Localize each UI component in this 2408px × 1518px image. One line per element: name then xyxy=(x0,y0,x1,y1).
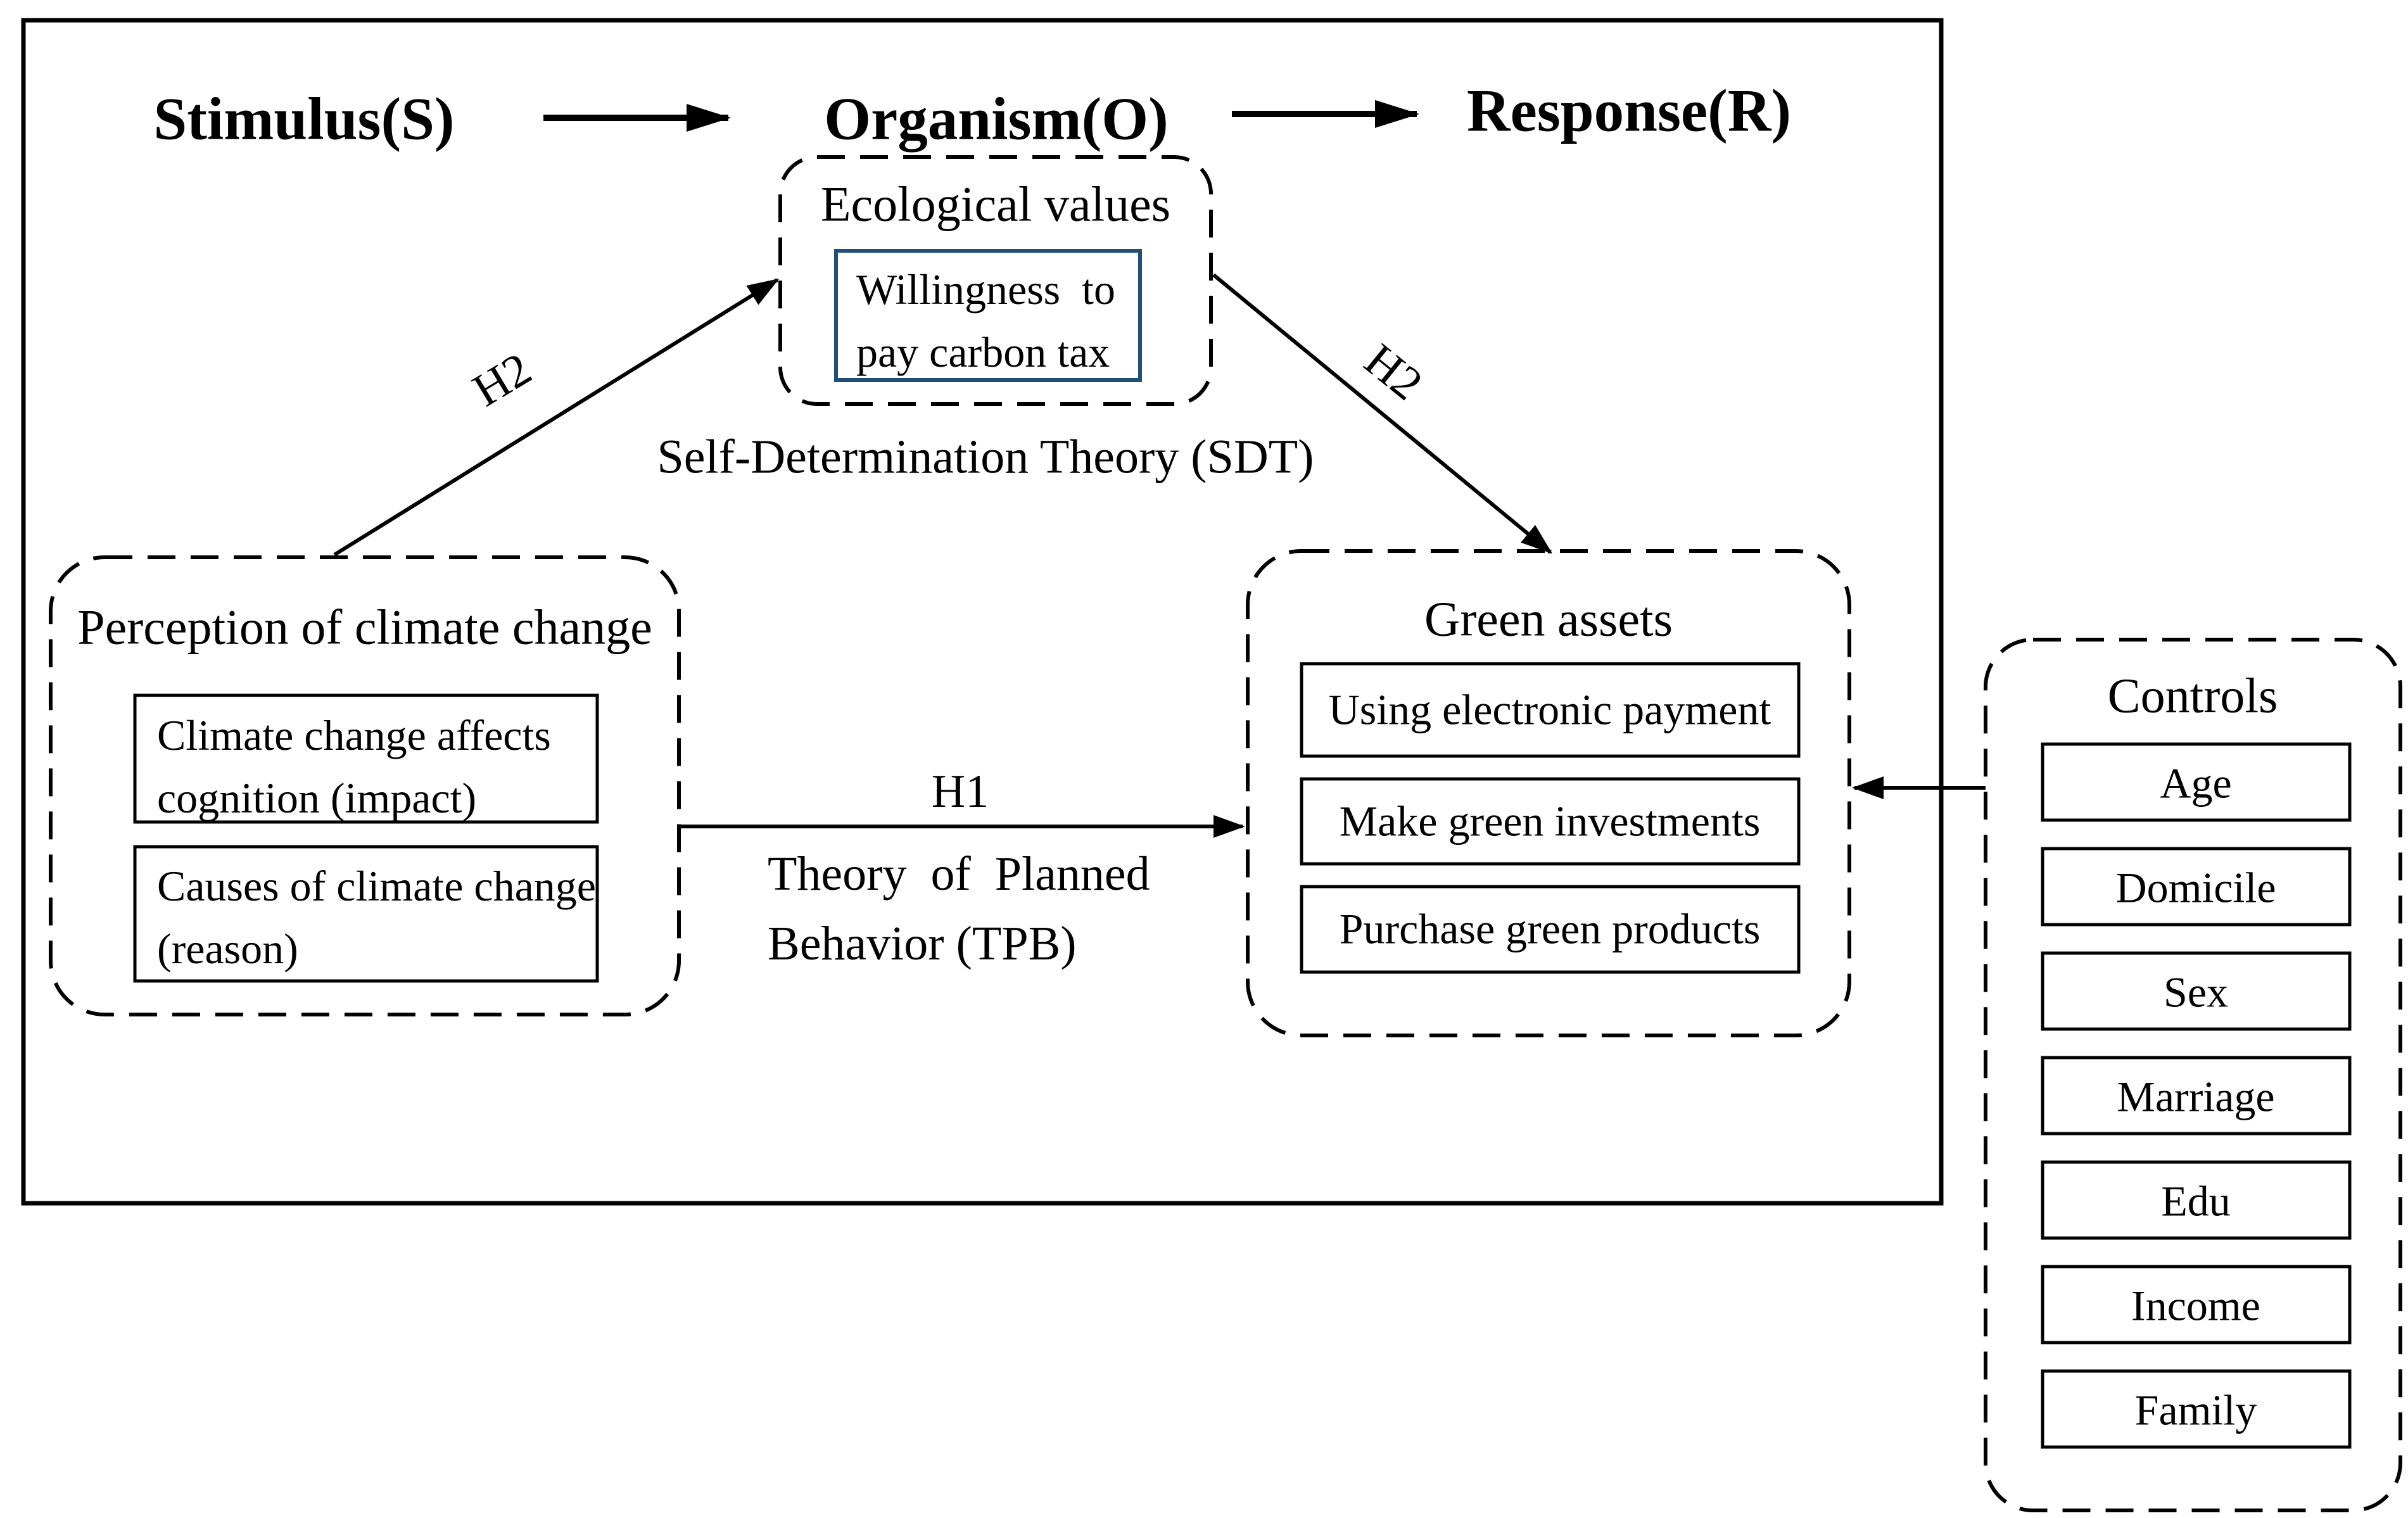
control-item-domicile-box xyxy=(2041,847,2352,927)
green-indicator-3-label: Purchase green products xyxy=(1339,904,1761,953)
control-item-edu-label: Edu xyxy=(2161,1177,2231,1225)
willingness-box xyxy=(834,249,1142,382)
green-assets-title: Green assets xyxy=(1424,591,1673,647)
control-item-marriage-box xyxy=(2041,1056,2352,1135)
perception-indicator-1-box xyxy=(133,693,599,824)
control-item-income-label: Income xyxy=(2131,1281,2260,1330)
ecological-values-title: Ecological values xyxy=(820,176,1171,232)
h2-right-arrow xyxy=(1212,273,1553,554)
willingness-label: Willingness to pay carbon tax xyxy=(856,265,1116,376)
control-item-age-label: Age xyxy=(2160,759,2232,807)
control-item-family-label: Family xyxy=(2134,1386,2257,1434)
sdt-theory-label: Self-Determination Theory (SDT) xyxy=(657,430,1314,484)
controls-box xyxy=(1984,638,2402,1512)
organism-label: Organism(O) xyxy=(824,85,1169,153)
green-indicator-1-label: Using electronic payment xyxy=(1328,685,1771,734)
response-label: Response(R) xyxy=(1467,77,1791,144)
control-item-edu-box xyxy=(2041,1160,2352,1240)
green-indicator-2-box xyxy=(1300,777,1801,866)
green-indicator-1-box xyxy=(1300,662,1801,758)
perception-title: Perception of climate change xyxy=(77,599,652,655)
control-item-age-box xyxy=(2041,742,2352,822)
h2-left-arrow xyxy=(333,278,780,557)
outer-frame xyxy=(21,18,1944,1206)
green-indicator-3-box xyxy=(1300,885,1801,974)
control-item-family-box xyxy=(2041,1369,2352,1449)
perception-indicator-1-label: Climate change affects cognition (impact… xyxy=(157,711,551,822)
stimulus-label: Stimulus(S) xyxy=(153,85,455,153)
h1-label: H1 xyxy=(931,765,989,818)
green-indicator-2-label: Make green investments xyxy=(1339,797,1761,845)
tpb-theory-label: Theory of Planned Behavior (TPB) xyxy=(768,847,1150,971)
control-item-income-box xyxy=(2041,1265,2352,1344)
ecological-values-box xyxy=(778,155,1213,406)
control-item-sex-label: Sex xyxy=(2164,968,2228,1016)
perception-indicator-2-box xyxy=(133,845,599,983)
controls-title: Controls xyxy=(2107,667,2278,723)
control-item-domicile-label: Domicile xyxy=(2115,863,2276,912)
control-item-marriage-label: Marriage xyxy=(2117,1072,2275,1121)
perception-indicator-2-label: Causes of climate change (reason) xyxy=(157,862,596,973)
control-item-sex-box xyxy=(2041,951,2352,1031)
perception-box xyxy=(49,555,681,1016)
